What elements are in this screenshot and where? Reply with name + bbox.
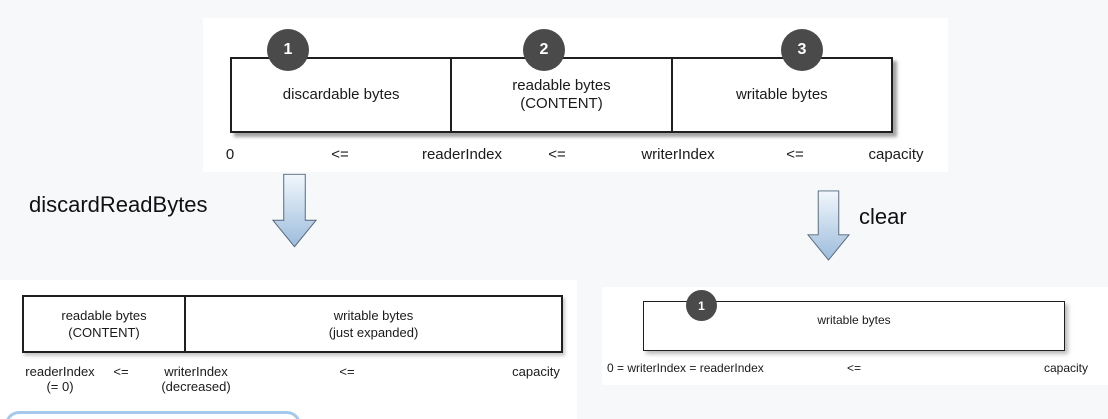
segment-label: readable bytes: [512, 77, 611, 94]
lte-sign: <=: [548, 146, 566, 163]
segment-sublabel: (just expanded): [328, 325, 419, 340]
decorative-arc: [5, 411, 301, 419]
lte-sign: <=: [331, 146, 349, 163]
step-badge-2: 2: [523, 29, 565, 71]
clear-label: clear: [859, 204, 907, 229]
lte-sign: <=: [113, 364, 129, 379]
buffer-box-initial: discardable bytes readable bytes (CONTEN…: [230, 57, 893, 133]
down-arrow-icon: [272, 173, 317, 248]
segment-sublabel: (CONTENT): [68, 325, 140, 340]
step-badge-1: 1: [267, 29, 309, 71]
lte-sign: <=: [786, 146, 804, 163]
segment-sublabel: (CONTENT): [520, 95, 603, 112]
index-zero: 0: [225, 146, 235, 163]
discard-read-bytes-label: discardReadBytes: [29, 192, 208, 217]
lte-sign: <=: [846, 361, 862, 375]
segment-label: writable bytes: [333, 308, 414, 323]
index-reader: readerIndex: [421, 146, 503, 163]
index-reader-note: (= 0): [46, 379, 74, 394]
segment-readable-bytes: readable bytes (CONTENT): [452, 59, 673, 131]
index-reader: readerIndex: [25, 364, 95, 379]
index-equation: 0 = writerIndex = readerIndex: [607, 361, 764, 375]
index-writer-note: (decreased): [161, 379, 231, 394]
segment-label: writable bytes: [817, 313, 891, 327]
segment-readable-bytes: readable bytes (CONTENT): [24, 297, 186, 351]
segment-label: discardable bytes: [282, 86, 400, 103]
step-badge-1: 1: [686, 290, 717, 321]
segment-label: writable bytes: [735, 86, 828, 103]
index-capacity: capacity: [512, 364, 560, 379]
segment-writable-bytes: writable bytes: [644, 302, 1064, 350]
lte-sign: <=: [339, 364, 355, 379]
segment-writable-bytes: writable bytes (just expanded): [186, 297, 561, 351]
index-capacity: capacity: [1043, 361, 1089, 375]
index-writer: writerIndex: [641, 146, 715, 163]
segment-writable-bytes: writable bytes: [673, 59, 891, 131]
segment-label: readable bytes: [61, 308, 147, 323]
index-writer-block: writerIndex(decreased): [161, 364, 230, 394]
index-capacity: capacity: [868, 146, 924, 163]
index-writer: writerIndex: [164, 364, 228, 379]
index-reader-block: readerIndex(= 0): [25, 364, 94, 394]
step-badge-3: 3: [781, 29, 823, 71]
buffer-box-after-discard: readable bytes (CONTENT) writable bytes …: [22, 295, 563, 353]
down-arrow-icon: [806, 190, 851, 261]
segment-discardable-bytes: discardable bytes: [232, 59, 453, 131]
